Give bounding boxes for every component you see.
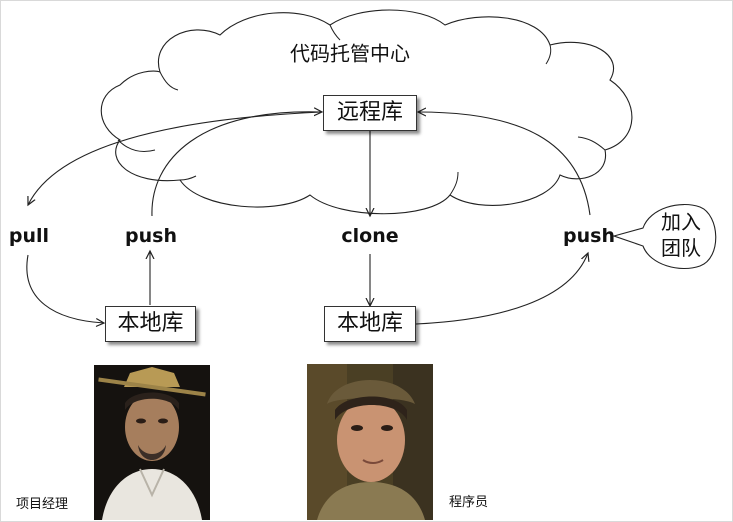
pull-label: pull: [8, 225, 50, 247]
local-repo-box-left: 本地库: [105, 306, 196, 342]
speech-bubble: [612, 203, 717, 270]
join-team-text: 加入 团队: [651, 209, 711, 261]
push-label-right: push: [563, 225, 615, 247]
cloud-title: 代码托管中心: [290, 41, 410, 66]
remote-repo-box: 远程库: [323, 95, 417, 131]
join-team-line1: 加入: [661, 210, 701, 234]
join-team-line2: 团队: [661, 236, 701, 260]
arrow-pull-to-local: [26, 254, 104, 323]
project-manager-photo: [94, 365, 210, 520]
push-label-left: push: [125, 225, 177, 247]
local-repo-box-right: 本地库: [324, 306, 416, 342]
arrow-push-to-remote: [151, 112, 322, 217]
caption-project-manager: 项目经理: [16, 497, 69, 512]
arrow-remote-to-pull: [28, 111, 323, 205]
caption-programmer: 程序员: [449, 495, 489, 510]
arrow-local-to-push-right: [415, 253, 588, 325]
arrow-push-to-remote-right: [418, 112, 591, 216]
programmer-photo: [307, 364, 433, 520]
clone-label: clone: [341, 225, 399, 247]
